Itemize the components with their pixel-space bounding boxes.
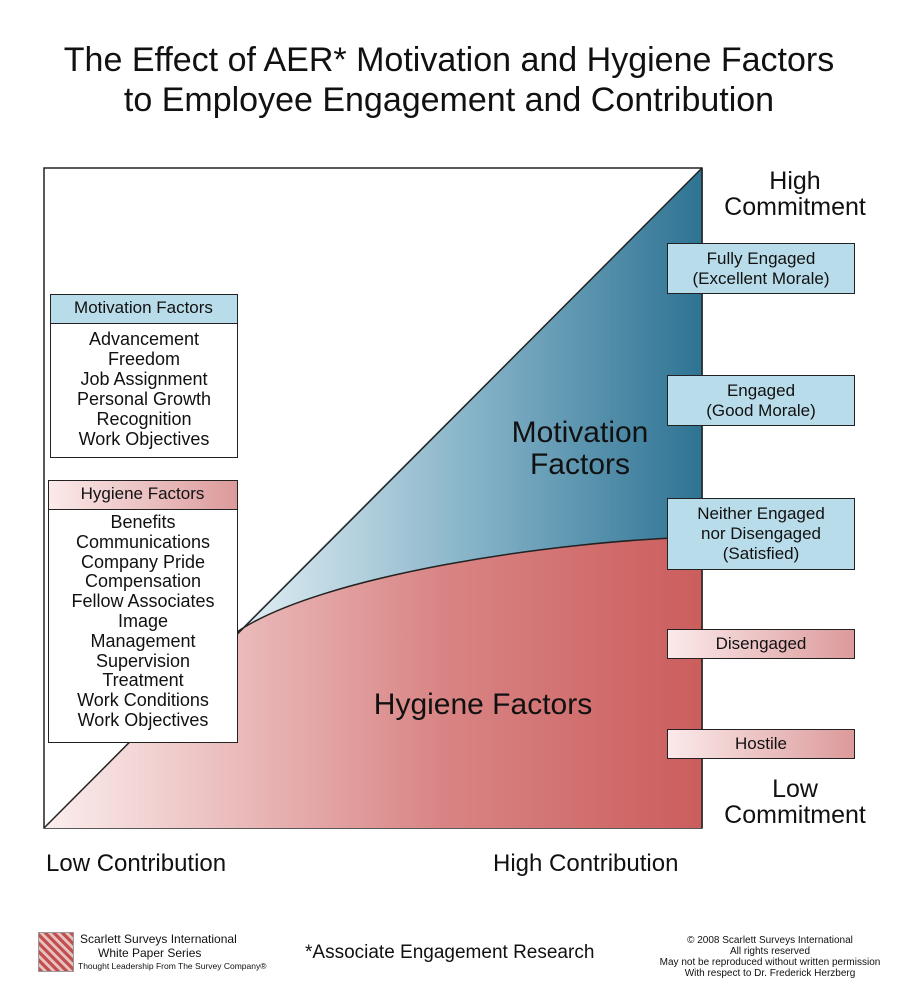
level-neither: Neither Engaged nor Disengaged (Satisfie…	[667, 498, 855, 570]
list-item: Communications	[75, 531, 211, 552]
copyright-line: With respect to Dr. Frederick Herzberg	[684, 968, 856, 979]
title-line-2: to Employee Engagement and Contribution	[123, 81, 775, 119]
list-item: Work Objectives	[78, 429, 210, 449]
copyright-line: May not be reproduced without written pe…	[659, 957, 881, 968]
list-item: Management	[90, 630, 196, 651]
low-commitment-label: Low Commitment	[710, 776, 880, 828]
hygiene-factors-header: Hygiene Factors	[47, 479, 238, 510]
low-commitment-line-2: Commitment	[724, 801, 866, 829]
level-text: (Excellent Morale)	[692, 268, 830, 288]
copyright-line: © 2008 Scarlett Surveys International	[687, 935, 853, 946]
list-item: Company Pride	[80, 551, 206, 572]
hygiene-region	[44, 537, 702, 828]
level-text: Fully Engaged	[706, 248, 816, 268]
hygiene-factors-box: Hygiene Factors Benefits Communications …	[47, 479, 238, 743]
high-commitment-line-1: High	[769, 167, 821, 195]
list-item: Freedom	[107, 349, 181, 369]
title-line-1: The Effect of AER* Motivation and Hygien…	[63, 41, 835, 79]
low-commitment-line-1: Low	[772, 775, 818, 803]
motivation-region-label: Motivation Factors	[480, 417, 680, 481]
level-disengaged: Disengaged	[667, 629, 855, 659]
copyright-notice: © 2008 Scarlett Surveys International Al…	[650, 935, 890, 979]
footnote: *Associate Engagement Research	[305, 942, 595, 963]
list-item: Advancement	[88, 329, 200, 349]
list-item: Benefits	[110, 512, 176, 532]
list-item: Treatment	[102, 670, 184, 691]
level-text: Hostile	[735, 734, 787, 753]
brand-block: Scarlett Surveys International White Pap…	[38, 930, 268, 974]
hygiene-factors-list: Benefits Communications Company Pride Co…	[49, 509, 237, 731]
brand-name: Scarlett Surveys International	[80, 932, 237, 946]
separator-curve	[236, 536, 703, 633]
list-item: Fellow Associates	[71, 591, 215, 612]
list-item: Supervision	[95, 650, 191, 671]
level-text: (Satisfied)	[722, 544, 800, 563]
list-item: Recognition	[96, 409, 192, 429]
low-contribution-label: Low Contribution	[46, 850, 227, 877]
motivation-factors-box: Motivation Factors Advancement Freedom J…	[49, 293, 238, 458]
motivation-factors-list: Advancement Freedom Job Assignment Perso…	[51, 325, 237, 449]
level-engaged: Engaged (Good Morale)	[667, 375, 855, 426]
list-item: Work Objectives	[77, 709, 209, 730]
list-item: Personal Growth	[76, 389, 212, 409]
level-text: (Good Morale)	[706, 400, 816, 420]
brand-tagline: Thought Leadership From The Survey Compa…	[78, 961, 267, 971]
brand-series: White Paper Series	[98, 946, 202, 960]
motivation-label-line-2: Factors	[529, 448, 631, 481]
hygiene-region-label: Hygiene Factors	[373, 688, 593, 721]
level-text: Engaged	[726, 380, 796, 400]
high-contribution-label: High Contribution	[493, 850, 679, 877]
level-text: nor Disengaged	[700, 524, 822, 543]
copyright-line: All rights reserved	[729, 946, 811, 957]
level-fully-engaged: Fully Engaged (Excellent Morale)	[667, 243, 855, 294]
list-item: Image	[117, 610, 169, 631]
motivation-factors-header: Motivation Factors	[49, 293, 238, 324]
level-hostile: Hostile	[667, 729, 855, 759]
list-item: Job Assignment	[80, 369, 208, 389]
level-text: Neither Engaged	[697, 504, 825, 523]
list-item: Work Conditions	[77, 690, 209, 711]
company-logo	[38, 932, 74, 972]
high-commitment-line-2: Commitment	[724, 193, 866, 221]
motivation-label-line-1: Motivation	[511, 416, 649, 449]
level-text: Disengaged	[715, 634, 807, 653]
list-item: Compensation	[84, 571, 202, 592]
page-title: The Effect of AER* Motivation and Hygien…	[0, 40, 898, 120]
high-commitment-label: High Commitment	[710, 168, 880, 220]
